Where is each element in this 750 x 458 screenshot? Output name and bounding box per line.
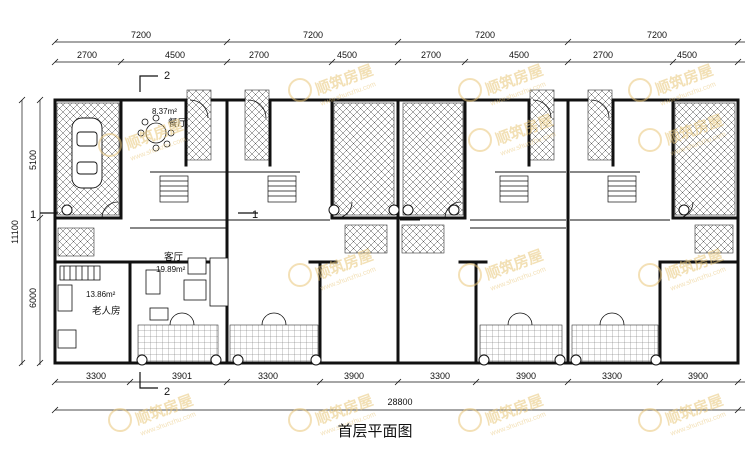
dim-top-sub-1: 2700	[77, 50, 97, 60]
dimension-lines	[21, 41, 745, 411]
dim-top-sub-4: 4500	[337, 50, 357, 60]
columns	[61, 204, 690, 366]
section-mark-top: 2	[164, 70, 170, 82]
dimension-tick	[51, 378, 59, 386]
dim-top-total-1: 7200	[131, 30, 151, 40]
dimension-tick	[223, 38, 231, 46]
dim-top-sub-8: 4500	[677, 50, 697, 60]
tiled-floor-areas	[56, 89, 736, 364]
dim-top-sub-2: 4500	[165, 50, 185, 60]
car-symbol	[71, 117, 103, 189]
living-label: 客厅	[164, 251, 184, 263]
dim-top-sub-6: 4500	[509, 50, 529, 60]
drawing-caption: 首层平面图	[337, 422, 413, 440]
dimension-tick	[51, 38, 59, 46]
dimension-tick	[656, 378, 664, 386]
dimension-tick	[51, 58, 59, 66]
section-mark-left: 1	[30, 209, 36, 221]
living-furniture	[145, 257, 229, 321]
dimension-tick	[36, 96, 44, 104]
section-mark-right: 1	[252, 209, 258, 221]
dim-bottom-3: 3300	[258, 371, 278, 381]
dimension-tick	[564, 58, 572, 66]
dim-bottom-1: 3300	[86, 371, 106, 381]
dimension-tick	[316, 378, 324, 386]
dim-left-total: 11100	[10, 220, 20, 244]
dimension-tick	[734, 406, 742, 414]
dimension-tick	[223, 378, 231, 386]
dimension-tick	[669, 58, 677, 66]
dining-area: 8.37m²	[152, 107, 177, 116]
dim-top-total-2: 7200	[303, 30, 323, 40]
living-area: 19.89m²	[156, 265, 186, 274]
dimension-tick	[394, 378, 402, 386]
section-marks	[40, 75, 258, 389]
top-dimension-labels: 7200 7200 7200 7200 2700 4500 2700 4500 …	[77, 30, 697, 60]
dim-left-lower: 6000	[28, 288, 38, 308]
dimension-tick	[126, 378, 134, 386]
doors	[101, 99, 694, 326]
dim-bottom-total: 28800	[387, 397, 412, 407]
elder-room-area: 13.86m²	[86, 290, 116, 299]
section-mark-bottom: 2	[164, 386, 170, 398]
dim-top-sub-7: 2700	[593, 50, 613, 60]
dim-top-total-3: 7200	[475, 30, 495, 40]
dimension-tick	[394, 38, 402, 46]
dimension-tick	[394, 58, 402, 66]
dimension-tick	[734, 38, 742, 46]
dim-top-total-4: 7200	[647, 30, 667, 40]
dining-table-symbol	[137, 114, 175, 152]
dim-bottom-2: 3901	[172, 371, 192, 381]
dimension-tick	[36, 359, 44, 367]
dimension-tick	[18, 359, 26, 367]
dimension-tick	[51, 406, 59, 414]
room-labels: 8.37m² 餐厅 客厅 19.89m² 13.86m² 老人房	[86, 107, 188, 317]
dim-bottom-7: 3300	[602, 371, 622, 381]
dim-bottom-5: 3300	[430, 371, 450, 381]
dimension-tick	[472, 378, 480, 386]
dimension-tick	[734, 58, 742, 66]
bottom-dimension-labels: 3300 3901 3300 3900 3300 3900 3300 3900 …	[86, 371, 708, 407]
dim-bottom-6: 3900	[516, 371, 536, 381]
dimension-tick	[564, 378, 572, 386]
bed-symbol	[57, 265, 101, 349]
dimension-tick	[328, 58, 336, 66]
dimension-tick	[461, 58, 469, 66]
stairs	[159, 175, 637, 203]
elder-room-label: 老人房	[92, 305, 121, 317]
dimension-tick	[564, 38, 572, 46]
dim-left-upper: 5100	[28, 150, 38, 170]
dimension-tick	[223, 58, 231, 66]
left-dimension-labels: 11100 5100 6000	[10, 150, 38, 308]
partitions	[130, 171, 670, 229]
dim-bottom-8: 3900	[688, 371, 708, 381]
dimension-tick	[36, 214, 44, 222]
dim-top-sub-5: 2700	[421, 50, 441, 60]
dimension-tick	[734, 378, 742, 386]
dining-label: 餐厅	[168, 117, 188, 129]
dim-bottom-4: 3900	[344, 371, 364, 381]
dimension-tick	[117, 58, 125, 66]
dimension-tick	[18, 96, 26, 104]
walls	[53, 98, 740, 365]
dim-top-sub-3: 2700	[249, 50, 269, 60]
dimension-ticks	[18, 38, 742, 414]
